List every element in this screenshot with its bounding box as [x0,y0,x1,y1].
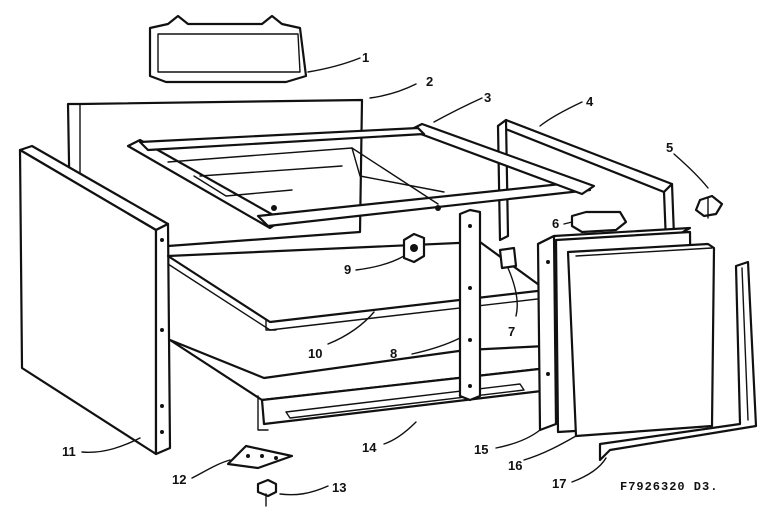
label-11: 11 [62,444,76,459]
part-3-top-frame [126,122,596,230]
part-17-outer-door [566,242,716,438]
part-6-handle [570,210,628,234]
label-15: 15 [474,442,488,457]
label-9: 9 [344,262,351,277]
label-8: 8 [390,346,397,361]
part-9-latch [402,232,426,264]
label-13: 13 [332,480,346,495]
label-3: 3 [484,90,491,105]
part-14-base [168,338,552,431]
label-4: 4 [586,94,594,109]
part-13-leveling-screw [256,478,278,507]
label-16: 16 [508,458,522,473]
label-5: 5 [666,140,673,155]
l-trim [598,260,758,462]
part-12-bracket [226,444,294,470]
part-4-side-frame [496,118,676,244]
part-1-top-panel [148,14,308,84]
part-8-center-divider [458,208,482,402]
leader-lines [81,57,709,496]
part-5-hinge [694,194,724,219]
part-10-shelf [166,240,548,331]
part-11-side-panel [18,144,172,456]
part-7-catch [498,246,518,270]
label-7: 7 [508,324,515,339]
label-14: 14 [362,440,377,455]
drawing-code: F7926320 D3. [620,480,718,494]
label-2: 2 [426,74,433,89]
part-labels: 1 2 3 4 5 6 7 8 9 10 11 12 13 14 15 16 1… [62,50,673,495]
label-12: 12 [172,472,186,487]
label-17: 17 [552,476,566,491]
label-10: 10 [308,346,322,361]
label-1: 1 [362,50,369,65]
label-6: 6 [552,216,559,231]
